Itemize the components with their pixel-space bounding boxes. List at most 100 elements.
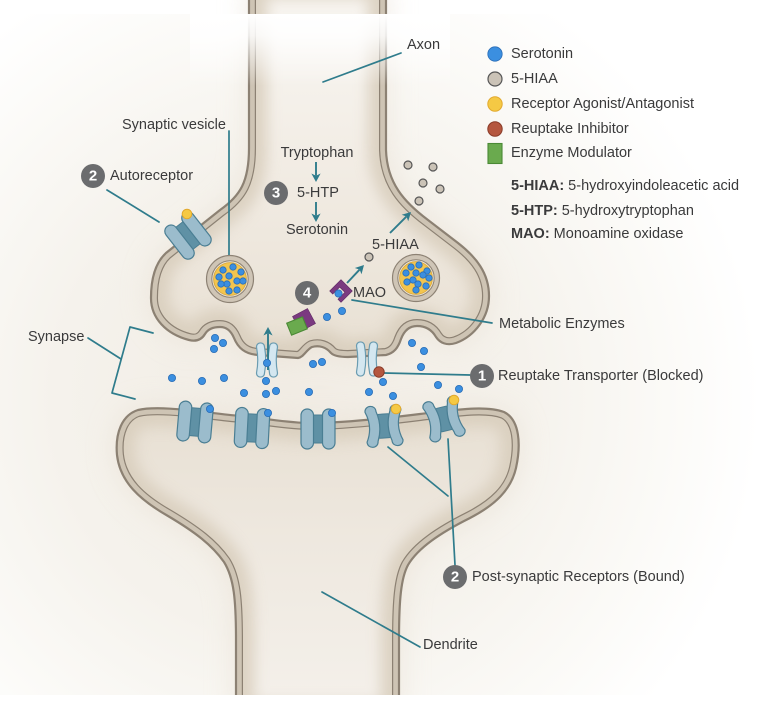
serotonin-molecule	[414, 280, 422, 288]
serotonin-molecule	[334, 289, 343, 298]
reuptake-transporter	[255, 342, 279, 378]
serotonin-molecule	[364, 387, 373, 396]
mao-metabolism: 4 MAO 5-HIAA	[295, 237, 419, 305]
serotonin-molecule	[407, 263, 415, 271]
step-badge	[443, 565, 467, 589]
metabolic-enzymes	[285, 279, 353, 336]
5-hiaa-export-arrow	[389, 212, 411, 234]
step-badge	[295, 281, 319, 305]
step-badge	[81, 164, 105, 188]
reuptake-transporter-callout: 1 Reuptake Transporter (Blocked)	[470, 364, 704, 388]
5-htp-label: 5-HTP	[297, 185, 339, 201]
serotonin-molecule	[308, 359, 317, 368]
serotonin-molecule	[233, 277, 241, 285]
serotonin-molecule	[233, 286, 241, 294]
agonist-antagonist-molecule	[448, 394, 460, 406]
postsynaptic-receptor-bound	[422, 395, 466, 443]
serotonin-molecule	[407, 338, 416, 347]
synapse-label: Synapse	[28, 329, 84, 345]
legend-item: 5-HIAA	[487, 71, 558, 87]
serotonin-molecule	[412, 286, 420, 294]
serotonin-molecule	[261, 376, 270, 385]
reuptake-inhibitor-molecule-icon	[487, 121, 503, 137]
postsynaptic-receptor	[233, 406, 271, 450]
serotonin-molecule	[388, 391, 397, 400]
synaptic-vesicle	[205, 254, 255, 304]
serotonin-molecule	[322, 312, 331, 321]
arrowhead-icon	[311, 213, 321, 222]
annotations: Axon Synaptic vesicle Synapse Metabolic …	[28, 37, 704, 653]
abbreviation-term: 5-HIAA:	[511, 178, 564, 194]
pathway-arrows	[263, 162, 411, 370]
autoreceptor	[164, 211, 212, 260]
5-hiaa-molecule	[414, 196, 424, 206]
step-badge-number: 2	[451, 569, 459, 586]
5-hiaa-molecule	[403, 160, 413, 170]
serotonin-synthesis-pathway: Tryptophan 3 5-HTP Serotonin	[264, 145, 353, 238]
synaptic-vesicle	[391, 253, 441, 303]
abbreviation-definition: Monoamine oxidase	[554, 226, 684, 242]
serotonin-molecule	[422, 282, 430, 290]
autoreceptor-callout: 2 Autoreceptor	[81, 164, 193, 188]
5-htp-to-serotonin-arrow	[311, 202, 321, 222]
legend-abbreviations: 5-HIAA:5-hydroxyindoleacetic acid 5-HTP:…	[511, 178, 739, 242]
receptor-subunit	[446, 395, 466, 437]
abbreviation-term: 5-HTP:	[511, 203, 558, 219]
5-hiaa-molecule	[428, 162, 438, 172]
legend-label: Receptor Agonist/Antagonist	[511, 96, 694, 112]
agonist-antagonist-molecule	[181, 208, 193, 220]
arrow-shaft	[389, 215, 408, 234]
membrane-proteins	[164, 211, 466, 450]
axon-leader-line	[322, 52, 402, 83]
serotonin-molecule	[271, 386, 280, 395]
legend-label: Reuptake Inhibitor	[511, 121, 629, 137]
synapse-leader-line	[87, 337, 122, 360]
serotonin-molecule	[205, 404, 214, 413]
serotonin-molecule	[209, 344, 218, 353]
serotonin-molecule	[210, 333, 219, 342]
agonist-antagonist-molecule-icon	[487, 96, 503, 112]
serotonin-molecule	[337, 306, 346, 315]
synapse-bracket	[111, 326, 154, 400]
legend: Serotonin 5-HIAA Receptor Agonist/Antago…	[487, 46, 739, 242]
step-badge-number: 1	[478, 368, 486, 385]
reuptake-transporter-blocked	[355, 341, 379, 377]
5-hiaa-molecule	[435, 184, 445, 194]
serotonin-molecule	[239, 388, 248, 397]
postsynaptic-receptor-bound	[364, 404, 404, 448]
receptor-subunit	[255, 407, 271, 450]
legend-item: Serotonin	[487, 46, 573, 62]
serotonin-molecule-icon	[487, 46, 503, 62]
legend-label: 5-HIAA	[511, 71, 558, 87]
serotonin-molecule	[262, 358, 271, 367]
transporter-subunit	[367, 341, 379, 377]
legend-item: Receptor Agonist/Antagonist	[487, 96, 694, 112]
arrowhead-icon	[401, 212, 411, 222]
transporter-subunit	[267, 342, 279, 378]
tryptophan-to-5-htp-arrow	[311, 162, 321, 182]
receptor-subunit	[364, 405, 381, 448]
abbreviation-row: MAO:Monoamine oxidase	[511, 226, 683, 242]
step-badge-number: 2	[89, 168, 97, 185]
abbreviation-definition: 5-hydroxyindoleacetic acid	[568, 178, 739, 194]
mao-label: MAO	[353, 285, 386, 301]
postsynaptic-receptor-leader-line	[447, 438, 456, 566]
abbreviation-row: 5-HIAA:5-hydroxyindoleacetic acid	[511, 178, 739, 194]
receptor-subunit	[233, 406, 249, 449]
mao-to-5-hiaa-arrow	[346, 265, 364, 284]
serotonin-molecule	[425, 274, 433, 282]
5-hiaa-molecule-icon	[487, 71, 503, 87]
serotonin-molecule	[219, 266, 227, 274]
step-badge-number: 4	[303, 285, 312, 302]
serotonin-molecule	[419, 346, 428, 355]
legend-item: Enzyme Modulator	[487, 142, 632, 165]
dendrite-label: Dendrite	[423, 637, 478, 653]
abbreviation-term: MAO:	[511, 226, 550, 242]
serotonin-molecule	[218, 338, 227, 347]
reuptake-inhibitor-molecule	[373, 366, 385, 378]
arrow-shaft	[346, 269, 361, 284]
serotonin-molecule	[327, 408, 336, 417]
step-badge	[264, 181, 288, 205]
postsynaptic-receptors-callout: 2 Post-synaptic Receptors (Bound)	[443, 565, 685, 589]
serotonin-molecule	[416, 362, 425, 371]
